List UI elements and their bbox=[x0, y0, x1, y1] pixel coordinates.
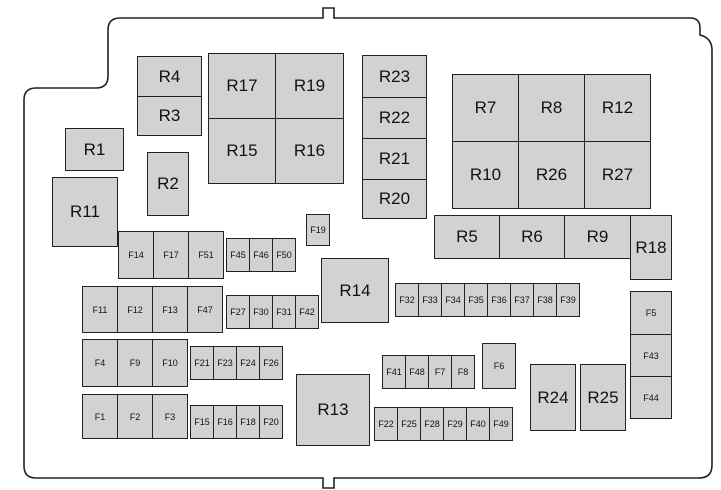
fuse-F24: F24 bbox=[236, 346, 260, 380]
relay-R10: R10 bbox=[452, 141, 519, 209]
fuse-F1: F1 bbox=[82, 394, 118, 439]
relay-R9: R9 bbox=[564, 215, 631, 259]
fuse-F35: F35 bbox=[464, 283, 488, 317]
fuse-F20: F20 bbox=[259, 405, 283, 439]
fuse-F9: F9 bbox=[117, 339, 153, 387]
relay-R15: R15 bbox=[208, 118, 276, 184]
fuse-F30: F30 bbox=[249, 295, 273, 329]
fuse-F23: F23 bbox=[213, 346, 237, 380]
fuse-F41: F41 bbox=[382, 355, 406, 389]
fuse-F17: F17 bbox=[153, 231, 189, 279]
fuse-F43: F43 bbox=[630, 334, 672, 377]
relay-R6: R6 bbox=[499, 215, 565, 259]
fuse-F27: F27 bbox=[226, 295, 250, 329]
relay-R25: R25 bbox=[580, 364, 626, 431]
relay-R21: R21 bbox=[362, 138, 427, 180]
fuse-F48: F48 bbox=[405, 355, 429, 389]
fuse-F39: F39 bbox=[556, 283, 580, 317]
fuse-F12: F12 bbox=[117, 286, 153, 333]
relay-R2: R2 bbox=[147, 152, 189, 216]
fuse-F7: F7 bbox=[428, 355, 452, 389]
relay-R23: R23 bbox=[362, 55, 427, 98]
fuse-F36: F36 bbox=[487, 283, 511, 317]
fuse-F38: F38 bbox=[533, 283, 557, 317]
fuse-F46: F46 bbox=[249, 238, 273, 272]
fuse-F22: F22 bbox=[374, 407, 398, 441]
fuse-F19: F19 bbox=[306, 214, 330, 246]
fuse-F15: F15 bbox=[190, 405, 214, 439]
fuse-F26: F26 bbox=[259, 346, 283, 380]
fuse-F3: F3 bbox=[152, 394, 188, 439]
fuse-F37: F37 bbox=[510, 283, 534, 317]
fuse-F4: F4 bbox=[82, 339, 118, 387]
relay-R26: R26 bbox=[518, 141, 585, 209]
relay-R12: R12 bbox=[584, 74, 651, 142]
fuse-F47: F47 bbox=[187, 286, 223, 333]
fuse-F21: F21 bbox=[190, 346, 214, 380]
relay-R27: R27 bbox=[584, 141, 651, 209]
relay-R8: R8 bbox=[518, 74, 585, 142]
fuse-F31: F31 bbox=[272, 295, 296, 329]
fuse-F6: F6 bbox=[482, 343, 516, 389]
fuse-F28: F28 bbox=[420, 407, 444, 441]
relay-R18: R18 bbox=[630, 215, 672, 280]
relay-R24: R24 bbox=[530, 364, 576, 431]
relay-R22: R22 bbox=[362, 97, 427, 139]
relay-R11: R11 bbox=[52, 177, 118, 247]
relay-R3: R3 bbox=[137, 96, 202, 136]
fuse-F10: F10 bbox=[152, 339, 188, 387]
fuse-F2: F2 bbox=[117, 394, 153, 439]
fuse-F29: F29 bbox=[443, 407, 467, 441]
fuse-F50: F50 bbox=[272, 238, 296, 272]
relay-R17: R17 bbox=[208, 53, 276, 119]
fuse-F18: F18 bbox=[236, 405, 260, 439]
relay-R1: R1 bbox=[65, 128, 124, 171]
fuse-F42: F42 bbox=[295, 295, 319, 329]
relay-R5: R5 bbox=[434, 215, 500, 259]
fuse-F25: F25 bbox=[397, 407, 421, 441]
fuse-F5: F5 bbox=[630, 291, 672, 335]
fuse-F14: F14 bbox=[118, 231, 154, 279]
fuse-F13: F13 bbox=[152, 286, 188, 333]
fuse-F40: F40 bbox=[466, 407, 490, 441]
relay-R19: R19 bbox=[275, 53, 344, 119]
fuse-F51: F51 bbox=[188, 231, 224, 279]
relay-R16: R16 bbox=[275, 118, 344, 184]
fuse-F32: F32 bbox=[395, 283, 419, 317]
relay-R14: R14 bbox=[321, 258, 389, 323]
fuse-F11: F11 bbox=[82, 286, 118, 333]
fuse-F33: F33 bbox=[418, 283, 442, 317]
fuse-F16: F16 bbox=[213, 405, 237, 439]
fuse-F49: F49 bbox=[489, 407, 513, 441]
fuse-F45: F45 bbox=[226, 238, 250, 272]
relay-R7: R7 bbox=[452, 74, 519, 142]
relay-R20: R20 bbox=[362, 179, 427, 219]
relay-R4: R4 bbox=[137, 56, 202, 97]
fuse-F34: F34 bbox=[441, 283, 465, 317]
fuse-F44: F44 bbox=[630, 376, 672, 419]
relay-R13: R13 bbox=[296, 374, 370, 446]
fuse-F8: F8 bbox=[451, 355, 475, 389]
